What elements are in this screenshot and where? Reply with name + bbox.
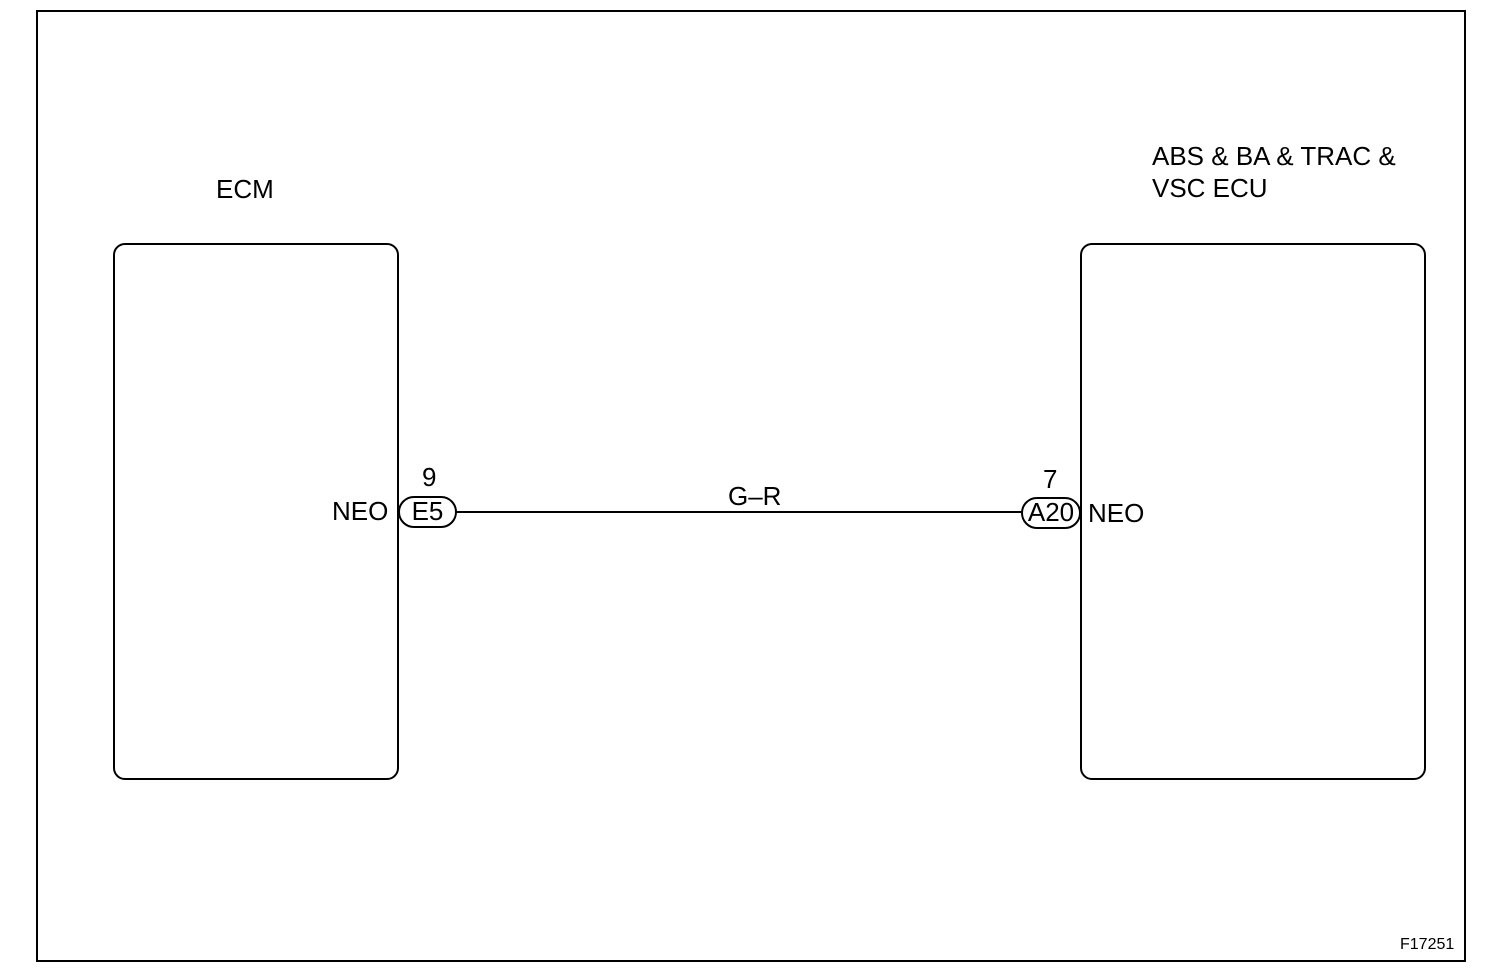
abs-ecu-box	[1080, 243, 1426, 780]
abs-ecu-pin-number: 7	[1043, 464, 1058, 494]
ecm-connector: E5	[398, 496, 457, 528]
abs-ecu-title: ABS & BA & TRAC & VSC ECU	[1152, 141, 1396, 203]
ecm-pin-number: 9	[422, 462, 437, 492]
abs-ecu-connector: A20	[1021, 497, 1081, 529]
ecm-pin-name: NEO	[332, 496, 389, 526]
abs-ecu-pin-name: NEO	[1088, 498, 1145, 528]
wire-line	[456, 511, 1022, 513]
figure-id: F17251	[1400, 936, 1455, 953]
ecm-title: ECM	[216, 174, 274, 204]
diagram-frame	[36, 10, 1466, 962]
wire-color-label: G–R	[728, 481, 782, 511]
